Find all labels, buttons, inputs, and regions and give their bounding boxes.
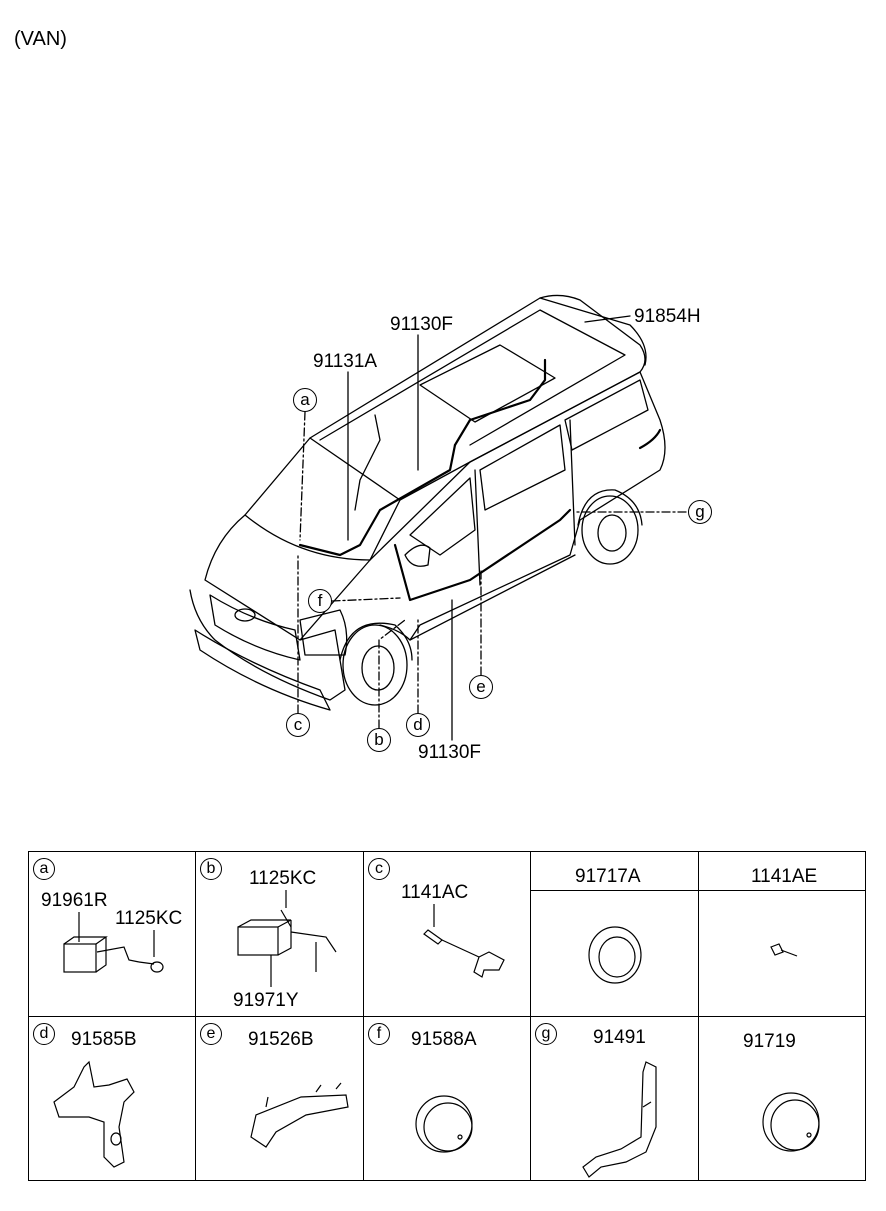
rear-quarter-window <box>564 379 649 451</box>
cell-a-key: a <box>33 858 55 880</box>
marker-e: e <box>469 675 493 699</box>
cell-d: d 91585B <box>29 1017 196 1181</box>
cell-a: a 91961R 1125KC <box>29 852 196 1017</box>
side-mirror <box>404 544 431 567</box>
callout-91854H: 91854H <box>634 306 701 327</box>
cell-e-key: e <box>200 1023 222 1045</box>
cell-b-key: b <box>200 858 222 880</box>
part-91717A-drawing <box>588 926 642 984</box>
part-91717A: 91717A <box>575 866 641 887</box>
sliding-door-window <box>479 424 566 511</box>
leader-91854H <box>584 315 631 323</box>
harness-front <box>298 443 457 557</box>
door-line-2 <box>569 419 576 546</box>
front-arch <box>339 622 413 661</box>
harness-floor <box>393 508 572 602</box>
part-91585B: 91585B <box>71 1029 137 1050</box>
part-e-drawing <box>250 1082 349 1148</box>
rear-wheel <box>581 495 639 565</box>
rear-arch <box>577 489 643 526</box>
windshield <box>244 437 401 561</box>
hood <box>204 514 371 641</box>
part-1141AE-drawing <box>770 943 798 957</box>
marker-c: c <box>286 713 310 737</box>
callout-91130F-bottom: 91130F <box>418 742 482 763</box>
part-c-drawing <box>423 904 505 978</box>
bumper <box>194 629 331 711</box>
grille <box>209 594 301 661</box>
cell-g: g 91491 <box>531 1017 699 1181</box>
rocker <box>409 554 576 641</box>
part-91961R: 91961R <box>41 890 108 911</box>
parts-table: a 91961R 1125KC b 1125KC 91971Y <box>28 851 866 1181</box>
part-91971Y: 91971Y <box>233 990 299 1011</box>
part-1141AC: 1141AC <box>401 882 469 903</box>
callout-91131A: 91131A <box>313 351 378 372</box>
cell-d-key: d <box>33 1023 55 1045</box>
part-a-drawing <box>63 912 164 973</box>
part-g-drawing <box>582 1061 657 1178</box>
marker-b: b <box>367 728 391 752</box>
marker-a: a <box>293 388 317 412</box>
spoiler <box>539 297 647 366</box>
roof-inner <box>319 309 626 446</box>
cell-g-key: g <box>535 1023 557 1045</box>
harness-branch <box>354 414 381 511</box>
cell-e: e 91526B <box>196 1017 364 1181</box>
harness-roof <box>453 358 547 447</box>
part-1141AE: 1141AE <box>751 866 818 887</box>
part-91719: 91719 <box>743 1031 796 1052</box>
badge <box>234 608 256 622</box>
dash-f <box>331 597 401 602</box>
callout-91130F-top: 91130F <box>390 314 454 335</box>
cell-divider <box>699 890 866 891</box>
dash-a <box>299 411 306 541</box>
part-d-drawing <box>53 1060 135 1168</box>
cell-divider <box>531 890 698 891</box>
rear-wheel-hub <box>597 514 627 552</box>
cell-f: f 91588A <box>364 1017 531 1181</box>
marker-d: d <box>406 713 430 737</box>
cell-c-key: c <box>368 858 390 880</box>
cell-f-key: f <box>368 1023 390 1045</box>
dash-b <box>378 619 406 729</box>
part-91588A: 91588A <box>411 1029 477 1050</box>
cell-c: c 1141AC <box>364 852 531 1017</box>
part-b-drawing <box>237 890 337 987</box>
cell-91717A: 91717A <box>531 852 699 1017</box>
part-91719-drawing <box>762 1092 820 1152</box>
body-side <box>369 371 666 641</box>
part-91526B: 91526B <box>248 1029 314 1050</box>
harness-rear <box>638 428 662 450</box>
sunroof <box>419 344 556 423</box>
part-1125KC-b: 1125KC <box>249 868 317 889</box>
headlamp <box>299 609 348 656</box>
van-wiring-illustration <box>189 294 687 741</box>
van-roof <box>309 294 646 501</box>
part-f-drawing <box>415 1095 473 1153</box>
door-line-1 <box>474 469 481 586</box>
part-91491: 91491 <box>593 1027 646 1048</box>
marker-g: g <box>688 500 712 524</box>
marker-f: f <box>308 589 332 613</box>
part-1125KC-a: 1125KC <box>115 908 183 929</box>
front-wheel <box>342 624 408 706</box>
cell-1141AE: 1141AE <box>699 852 866 1017</box>
cell-b: b 1125KC 91971Y <box>196 852 364 1017</box>
cell-91719: 91719 <box>699 1017 866 1181</box>
variant-label: (VAN) <box>14 28 67 50</box>
front-wheel-hub <box>361 645 395 691</box>
